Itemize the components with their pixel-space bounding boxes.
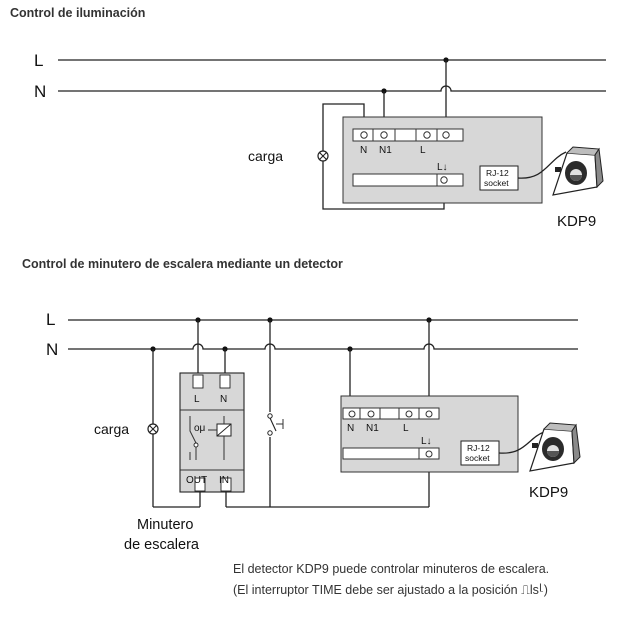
socket-label-1: RJ-12: [486, 168, 509, 178]
terminal-N1-label: N1: [366, 423, 379, 434]
terminal-L: [425, 410, 433, 418]
line-N-wire: [58, 85, 606, 92]
terminal-arrow-label: L↓: [421, 436, 432, 447]
load-label: carga: [94, 421, 129, 437]
line-N-label: N: [46, 340, 58, 359]
lamp-load-icon: [317, 150, 329, 162]
rj12-socket: [479, 165, 519, 191]
diagram1-title: Control de iluminación: [10, 6, 146, 20]
terminal-N-label: N: [360, 145, 367, 156]
terminal-N1: [380, 131, 388, 139]
relay-contact-icon: oμ: [189, 416, 232, 460]
terminal-N1: [367, 410, 375, 418]
caption-line2: (El interruptor TIME debe ser ajustado a…: [233, 583, 548, 597]
line-N-label: N: [34, 82, 46, 101]
timer-N-label: N: [220, 394, 227, 405]
sensor-cable: [498, 431, 545, 454]
pushbutton-switch-icon: [267, 413, 284, 436]
terminal-L: [442, 131, 450, 139]
socket-label-1: RJ-12: [467, 443, 490, 453]
terminal-load-out: [440, 176, 448, 184]
timer-out-label: OUT: [186, 475, 207, 486]
device-label: KDP9: [557, 213, 596, 230]
kdp9-sensor-icon: [552, 146, 604, 196]
timer-terminal-N: [219, 374, 231, 389]
terminal-strip-bottom: [352, 173, 464, 187]
svg-text:oμ: oμ: [194, 423, 206, 434]
kdp9-sensor-icon: [529, 422, 581, 472]
timer-L-label: L: [194, 394, 200, 405]
lamp-load-icon: [147, 423, 159, 435]
timer-terminal-L: [192, 374, 204, 389]
terminal-strip-bottom: [342, 447, 440, 460]
timer-terminal-out: [194, 477, 206, 492]
terminal-arrow-label: L↓: [437, 162, 448, 173]
terminal-L-label: L: [420, 145, 426, 156]
timer-terminal-in: [220, 477, 232, 492]
sensor-cable: [517, 151, 567, 179]
device-label: KDP9: [529, 484, 568, 501]
rj12-socket: [460, 440, 500, 466]
timer-in-label: IN: [219, 475, 229, 486]
line-L-label: L: [46, 310, 55, 329]
terminal-strip-top: [342, 407, 440, 420]
line-N-wire: [68, 343, 578, 350]
line-L-label: L: [34, 51, 43, 70]
terminal-strip-top: [352, 128, 464, 142]
terminal-blank: [423, 131, 431, 139]
diagram1: L N carga N N1 L L↓: [34, 51, 606, 230]
timer-label-2: de escalera: [124, 537, 200, 553]
terminal-N: [348, 410, 356, 418]
diagram2-title: Control de minutero de escalera mediante…: [22, 257, 343, 271]
timer-label-1: Minutero: [137, 517, 193, 533]
socket-label-2: socket: [484, 178, 509, 188]
terminal-L-label: L: [403, 423, 409, 434]
terminal-N1-label: N1: [379, 145, 392, 156]
terminal-N-label: N: [347, 423, 354, 434]
diagram2: L N carga: [46, 310, 581, 553]
load-label: carga: [248, 148, 283, 164]
terminal-blank: [405, 410, 413, 418]
caption-line1: El detector KDP9 puede controlar minuter…: [233, 562, 550, 576]
terminal-load-out: [425, 450, 433, 458]
terminal-N: [360, 131, 368, 139]
socket-label-2: socket: [465, 453, 490, 463]
